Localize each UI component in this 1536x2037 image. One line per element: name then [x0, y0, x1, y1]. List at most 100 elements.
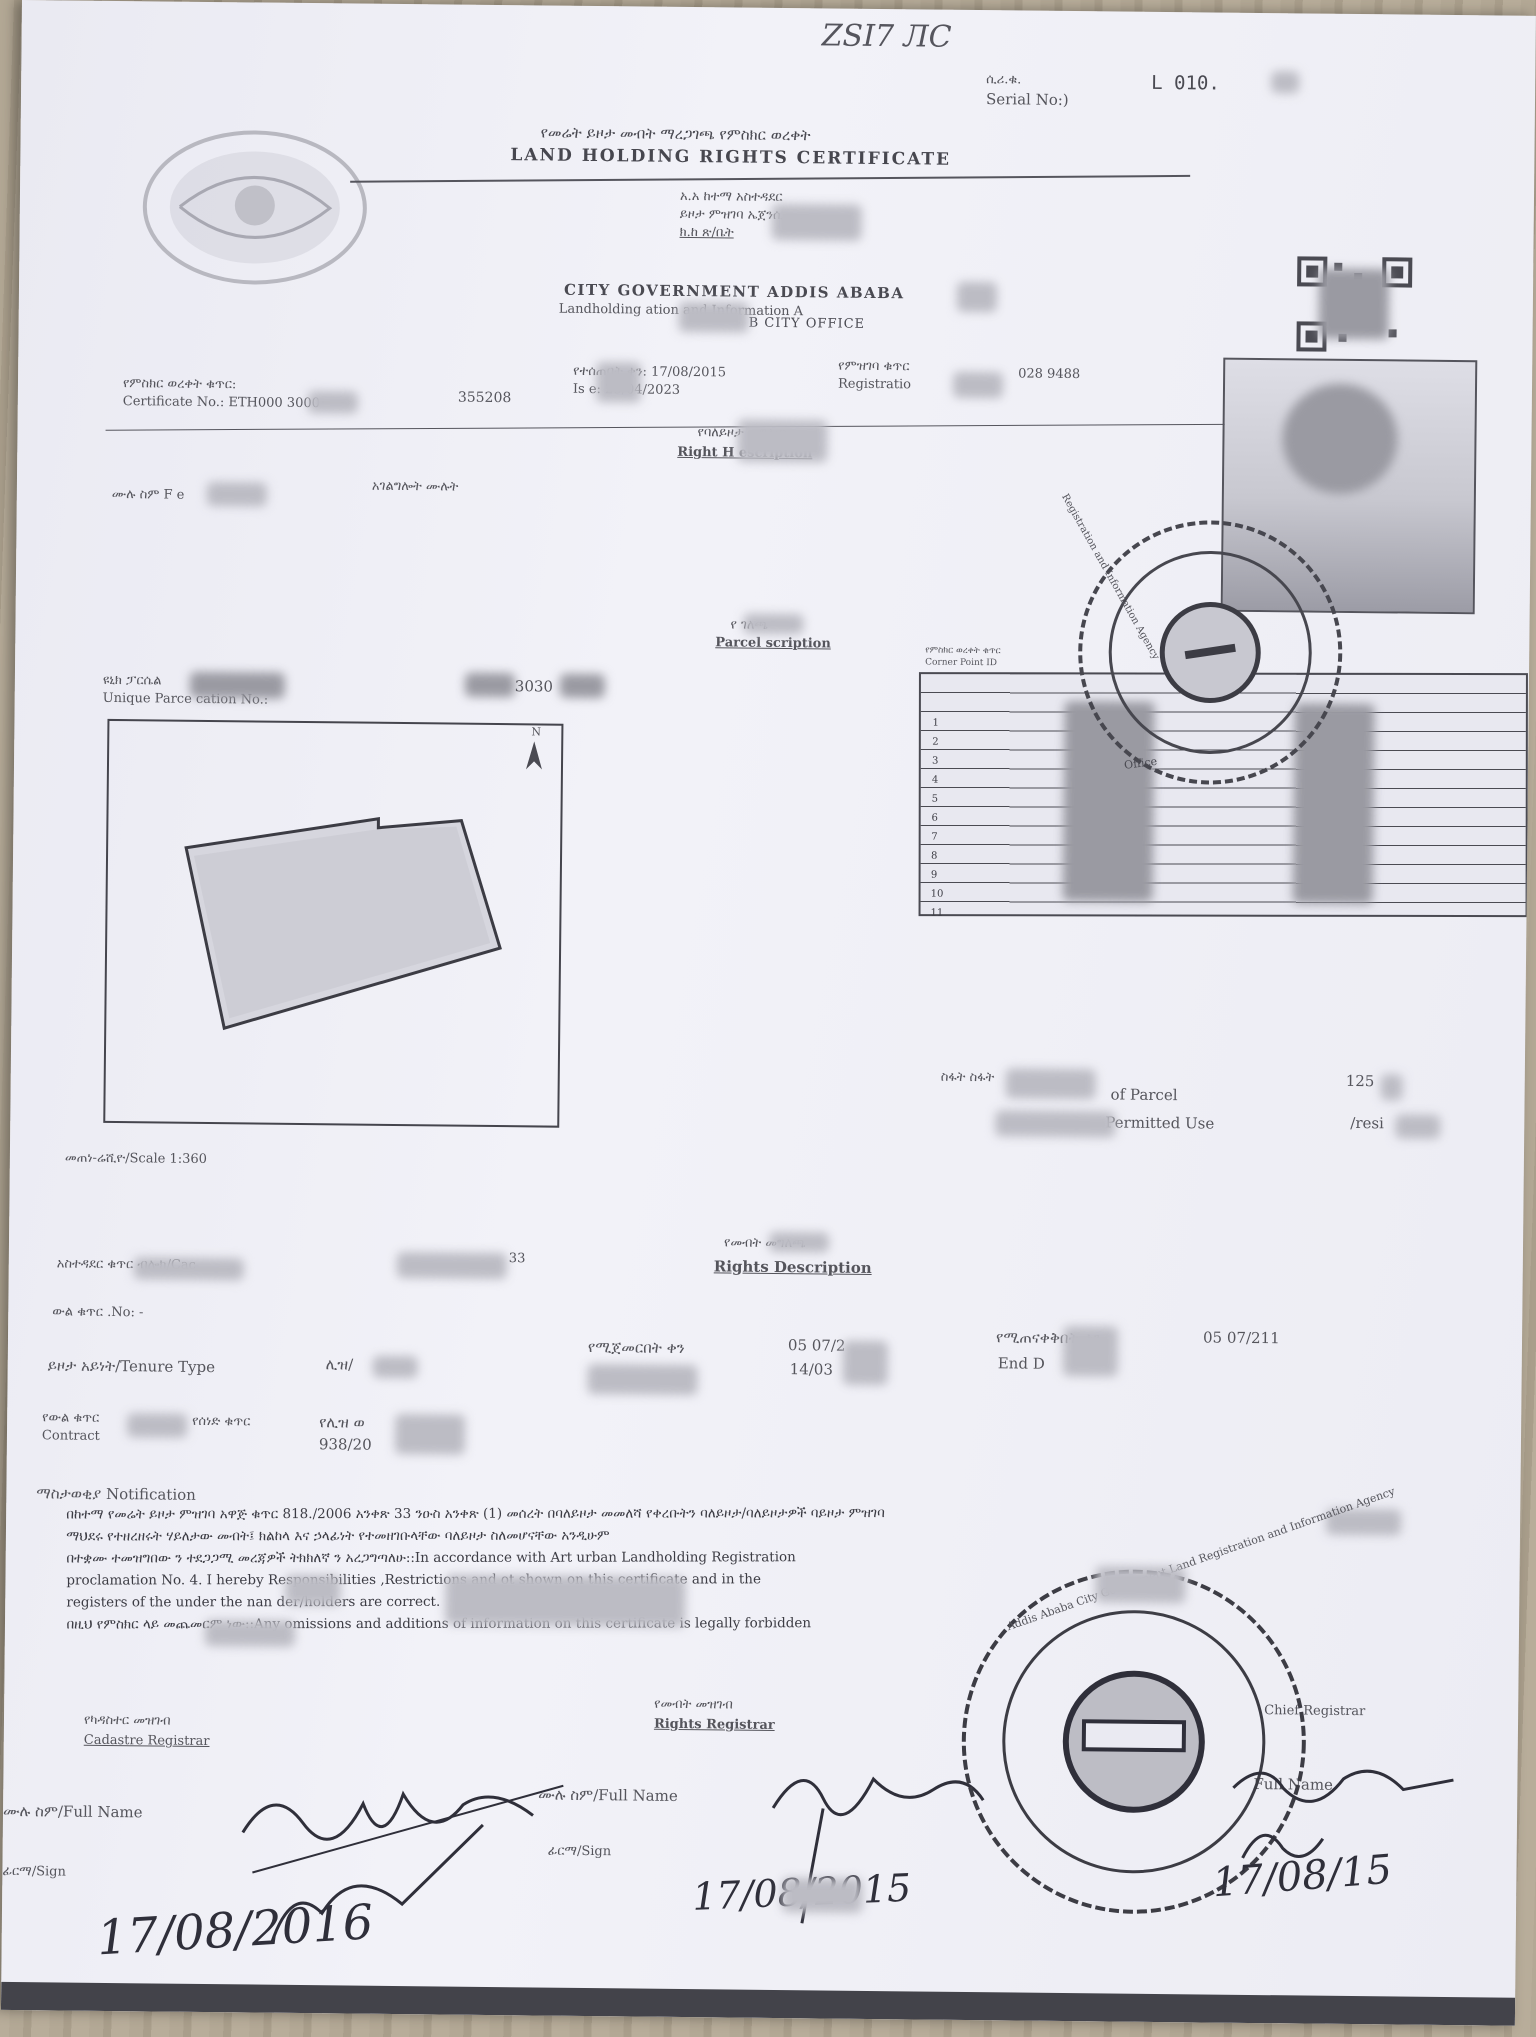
north-arrow-icon [525, 741, 542, 770]
redaction [394, 1413, 466, 1455]
end-value: 05 07/211 [1202, 1328, 1280, 1348]
redaction [1005, 1068, 1096, 1100]
official-stamp-icon [1078, 520, 1343, 785]
case-value: 33 [508, 1251, 526, 1267]
cert-label-en: Certificate No.: ETH000 3000 [122, 394, 321, 412]
redaction [595, 362, 642, 403]
redaction [1380, 1074, 1403, 1101]
redaction [396, 1251, 507, 1280]
holder-name-label: ሙሉ ስም F e [111, 486, 185, 503]
cadastre-label-am: የካዳስተር መዝገብ [83, 1712, 171, 1729]
start-label-am: የሚጀመርበት ቀን [587, 1338, 685, 1358]
signature-cadastre [241, 1784, 564, 1944]
office-am-3: ክ.ከ ጽ/ቤት [679, 224, 734, 241]
section-rule [105, 423, 1226, 431]
redaction [1062, 1325, 1119, 1377]
sub-office: B CITY OFFICE [748, 315, 866, 332]
redaction [464, 672, 515, 698]
notification-line-1: በከተማ የመሬት ይዞታ ምዝገባ አዋጅ ቁጥር 818./2006 አንቀ… [66, 1505, 885, 1523]
contract-label-am: የውል ቁጥር [42, 1410, 100, 1426]
corner-row-6: 6 [931, 812, 938, 824]
use-value: /resi [1350, 1113, 1385, 1133]
redaction [445, 1574, 686, 1628]
redaction [372, 1355, 418, 1379]
serial-label-en: Serial No:) [985, 90, 1069, 109]
redaction [559, 673, 605, 699]
office-am-1: አ.አ ከተማ አስተዳደር [679, 188, 783, 205]
redaction [189, 671, 285, 699]
redaction [126, 1413, 188, 1438]
emblem-icon [142, 130, 367, 285]
area-label-en: of Parcel [1110, 1085, 1178, 1105]
office-am-2: ይዞታ ምዝገባ ኤጀንሲ [679, 206, 784, 223]
doc-label: የሰነድ ቁጥር [192, 1413, 251, 1430]
nationality: አገልግሎት ሙሉት [371, 478, 459, 495]
corner-header-en: Corner Point ID [925, 657, 998, 669]
redaction [678, 301, 749, 333]
serial-value: L 010. [1151, 71, 1220, 95]
corner-row-4: 4 [931, 774, 939, 786]
rights-heading-en: Rights Description [713, 1257, 872, 1277]
city-government: CITY GOVERNMENT ADDIS ABABA [563, 280, 905, 303]
notification-heading: ማስታወቂያ Notification [36, 1484, 196, 1504]
scale-label: መጠነ-ሬሺዮ/Scale 1:360 [64, 1150, 208, 1167]
parcel-heading-en: Parcel scription [715, 635, 831, 652]
corner-row-9: 9 [930, 869, 938, 881]
reg-label-en: Registratio [837, 376, 912, 393]
redaction [842, 1340, 889, 1386]
start-value-2: 14/03 [789, 1360, 834, 1379]
corner-row-1: 1 [932, 717, 939, 729]
redaction [1271, 71, 1300, 94]
corner-row-8: 8 [931, 850, 938, 862]
rights-registrar-en: Rights Registrar [653, 1716, 775, 1733]
use-label-en: Permitted Use [1105, 1113, 1215, 1133]
rights-registrar-am: የመብት መዝገብ [654, 1696, 733, 1713]
redaction [737, 419, 828, 463]
contract-no: ውል ቁጥር .No: - [52, 1304, 144, 1321]
corner-row-2: 2 [932, 736, 939, 748]
redaction [952, 371, 1004, 399]
reg-value: 028 9488 [1018, 366, 1081, 383]
tenure-label: ይዞታ አይነት/Tenure Type [47, 1356, 216, 1377]
notification-line-3: በተቋሙ ተመዝግበው ን ተደጋጋሚ መረጃዎች ትክክለኛ ን አረጋግጣለ… [66, 1549, 796, 1567]
redaction [743, 613, 804, 635]
reg-label-am: የምዝገባ ቁጥር [838, 358, 910, 375]
start-value-1: 05 07/2 [787, 1336, 846, 1355]
corner-row-5: 5 [931, 793, 939, 805]
redaction [1318, 268, 1390, 340]
cadastre-label-en: Cadastre Registrar [83, 1732, 210, 1750]
parcel-polygon [184, 817, 502, 1031]
end-label-en: End D [997, 1354, 1045, 1373]
lease-num: 938/20 [318, 1435, 372, 1454]
redaction [782, 1878, 863, 1913]
redaction [995, 1110, 1116, 1138]
signature-chief [1232, 1769, 1454, 1859]
corner-header-am: የምስክር ወረቀት ቁጥር [925, 645, 1001, 657]
redaction [307, 391, 358, 414]
redaction [206, 481, 267, 507]
contract-label-en: Contract [41, 1428, 100, 1444]
redaction [1395, 1114, 1441, 1139]
redaction [1095, 1566, 1186, 1604]
area-value: 125 [1345, 1071, 1375, 1091]
upi-label-am: ዩኒክ ፓርሴል [102, 672, 162, 689]
cert-label-am: የምስክር ወረቀት ቁጥር: [122, 376, 237, 393]
cert-suffix: 355208 [457, 389, 512, 407]
corner-row-3: 3 [932, 755, 939, 767]
qr-code [1296, 256, 1413, 352]
title-rule [350, 174, 1191, 183]
upi-value: 3030 [514, 677, 554, 696]
north-label: N [531, 725, 542, 739]
redaction [1281, 383, 1399, 495]
tenure-value: ሊዝ/ [325, 1355, 354, 1374]
sign-label-1: ፊርማ/Sign [2, 1863, 66, 1880]
corner-row-10: 10 [930, 888, 944, 900]
redaction [771, 203, 862, 241]
title-en: LAND HOLDING RIGHTS CERTIFICATE [510, 145, 952, 170]
bottom-seal-icon [961, 1569, 1306, 1914]
serial-label-am: ሲሪ.ቁ. [986, 72, 1022, 88]
area-label-am: ስፋት ስፋት [940, 1069, 995, 1086]
full-name-label-1: ሙሉ ስም/Full Name [2, 1801, 143, 1822]
redaction [956, 281, 998, 313]
